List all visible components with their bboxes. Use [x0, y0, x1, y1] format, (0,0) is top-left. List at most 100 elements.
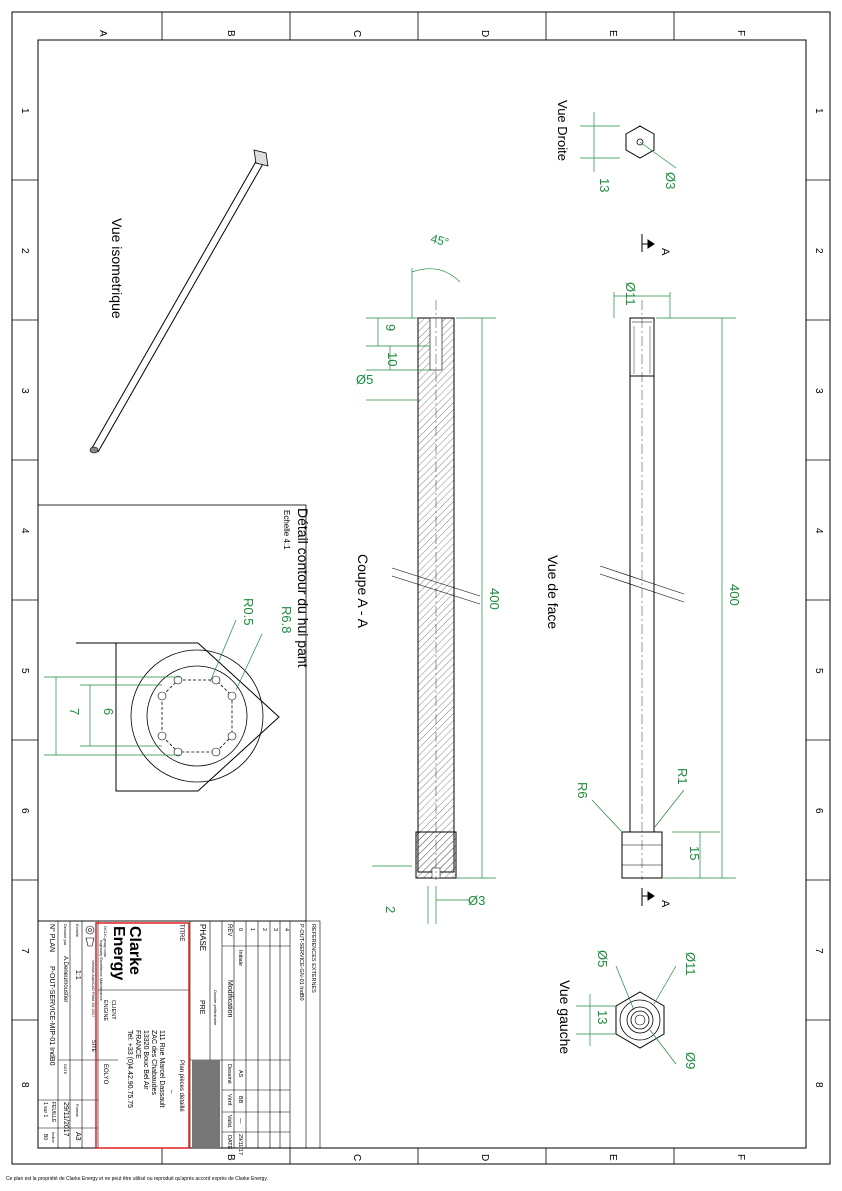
company-name-2: Energy	[110, 926, 127, 980]
grid-row-4-right: 4	[813, 528, 824, 534]
right-view: Vue Droite 13 Ø3	[555, 100, 678, 192]
grid-row-6-right: 6	[813, 808, 824, 814]
plan-value: P-OUT-SERVICE-MIP-01 IndB0	[48, 966, 55, 1066]
left-dim-o5: Ø5	[595, 950, 610, 967]
rev0-dessine: AS	[237, 1070, 243, 1078]
detail-dim-7: 7	[67, 708, 82, 715]
section-mark-bottom: A	[659, 900, 671, 908]
detail-dim-r05: R0.5	[241, 598, 256, 625]
titre-sub: –	[168, 1090, 174, 1094]
grid-row-7-right: 7	[813, 948, 824, 954]
left-view-title: Vue gauche	[557, 980, 573, 1054]
grid-row-1: 1	[19, 108, 30, 114]
detail-dim-r68: R6.8	[279, 606, 294, 633]
left-dim-13: 13	[595, 1010, 610, 1024]
outer-frame	[11, 11, 831, 1165]
front-dim-15: 15	[687, 846, 702, 860]
titre-value: Plan pièces détaillé	[178, 1060, 184, 1112]
site-value: EOLYO	[102, 1064, 108, 1085]
grid-col-f-bottom: F	[735, 1154, 746, 1160]
refs-value: P-OUT-SERVICE-GN-01 IndB0	[298, 924, 304, 1001]
modif-header: Modification	[226, 980, 233, 1017]
grid-col-b: B	[225, 30, 236, 37]
title-block	[37, 920, 321, 1149]
rev-row-4: 4	[283, 928, 289, 931]
detail-scale: Echelle 4:1	[282, 510, 291, 550]
titre-label: TITRE	[178, 924, 184, 941]
echelle-label: Echelle	[75, 924, 80, 938]
section-dim-2: 2	[383, 906, 398, 913]
left-dim-o11: Ø11	[683, 952, 698, 976]
rev-row-3: 3	[272, 928, 278, 931]
section-view-title: Coupe A - A	[355, 554, 371, 629]
detail-title: Détail contour du hui pant	[295, 508, 311, 668]
client-label: CLIENT	[110, 1000, 116, 1020]
sign-valid: Valid.	[226, 1115, 232, 1129]
sign-verif: Vérif.	[226, 1094, 232, 1107]
rev0-date: 29/11/17	[237, 1134, 243, 1155]
section-dim-o3: Ø3	[468, 893, 485, 908]
grid-col-e: E	[607, 30, 618, 37]
plan-label: N° PLAN	[48, 924, 56, 952]
company-tag: OCLK-group.com	[103, 926, 108, 958]
refs-header: REFERENCES EXTERNES	[310, 924, 316, 993]
grid-row-2: 2	[19, 248, 30, 254]
section-mark-top: A	[659, 248, 671, 256]
feuille-value: 1 sur 1	[42, 1102, 48, 1118]
section-dim-10: 10	[385, 352, 400, 366]
rev-header: REV	[226, 924, 232, 936]
grid-row-6: 6	[19, 808, 30, 814]
rev0-verif: BB	[237, 1096, 243, 1104]
front-view-title: Vue de face	[545, 555, 561, 629]
right-dim-13: 13	[597, 178, 612, 192]
grid-row-5: 5	[19, 668, 30, 674]
feuille-label: FEUILLE	[50, 1102, 56, 1123]
iso-view-title: Vue isometrique	[109, 218, 125, 319]
dessine-label: Dessiné par	[63, 924, 68, 946]
grid-col-b-bottom: B	[225, 1154, 236, 1161]
engine-label: ENGINE	[102, 1000, 108, 1021]
detail-view: Détail contour du hui pant Echelle 4:1 7…	[44, 508, 311, 792]
section-dim-9: 9	[383, 324, 398, 331]
section-dim-o5: Ø5	[356, 372, 373, 387]
company-name-1: Clarke	[126, 926, 143, 975]
address-2: ZAC des Chabaudes	[150, 1030, 157, 1095]
grid-row-8-right: 8	[813, 1082, 824, 1088]
grid-col-d: D	[479, 30, 490, 37]
grid-col-f: F	[735, 30, 746, 36]
front-dim-r1: R1	[675, 768, 690, 785]
address-4: FRANCE	[134, 1030, 141, 1059]
footer-note: Ce plan est la propriété de Clarke Energ…	[6, 1176, 268, 1182]
address-1: 111 Rue Marcel Dassault	[158, 1030, 165, 1108]
detail-dim-6: 6	[101, 708, 116, 715]
echelle-value: 1:1	[74, 970, 81, 980]
grid-col-e-bottom: E	[607, 1154, 618, 1161]
front-dim-r6: R6	[575, 782, 590, 799]
sign-dessine: Dessiné	[226, 1064, 232, 1084]
date-value: 29/11/2017	[62, 1102, 69, 1137]
projection-symbol	[85, 925, 95, 947]
grid-col-d-bottom: D	[479, 1154, 490, 1161]
section-dim-400: 400	[487, 588, 502, 610]
rev0-initiale: Initiale	[237, 950, 243, 966]
iso-view: Vue isometrique	[89, 149, 269, 454]
grid-row-3-right: 3	[813, 388, 824, 394]
grid-col-a: A	[97, 30, 108, 37]
grid-row-5-right: 5	[813, 668, 824, 674]
dessine-value: A.Deneumoustier	[62, 956, 68, 1002]
right-dim-o3: Ø3	[663, 172, 678, 189]
rev0-valid: —	[237, 1118, 243, 1124]
site-label: SITE	[90, 1040, 96, 1053]
rev-row-1: 1	[249, 928, 255, 931]
grid-col-c: C	[351, 30, 362, 37]
grid-row-8: 8	[19, 1082, 30, 1088]
front-dim-400: 400	[727, 584, 742, 606]
section-dim-45: 45°	[429, 231, 450, 249]
section-view: Coupe A - A 45° 9 10 Ø5 400 2 Ø3	[355, 231, 502, 924]
indice-label: Indice	[51, 1132, 56, 1143]
left-dim-o9: Ø9	[683, 1052, 698, 1069]
sign-date: DATE	[226, 1135, 232, 1150]
rev-row-0: 0	[237, 928, 243, 931]
grid-row-4: 4	[19, 528, 30, 534]
grid-row-2-right: 2	[813, 248, 824, 254]
